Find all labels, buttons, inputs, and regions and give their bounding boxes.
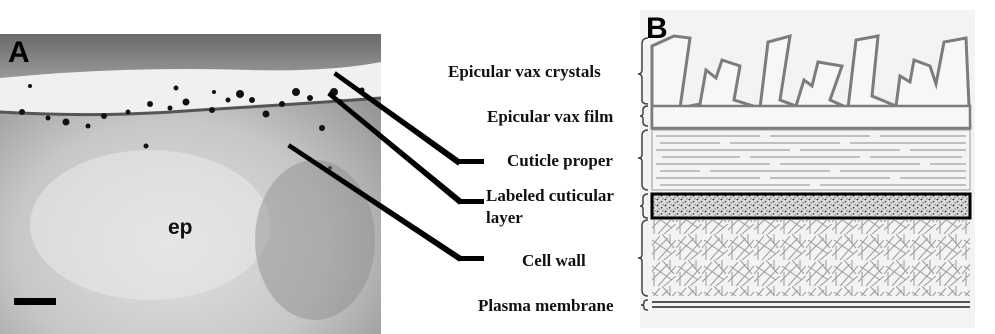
panel-a-letter: A — [8, 36, 30, 69]
epidermal-cell-region — [30, 150, 270, 300]
label-labeled-cuticular-line1: Labeled cuticular — [486, 186, 614, 205]
label-labeled-cuticular-line2: layer — [486, 208, 523, 227]
label-cell-wall: Cell wall — [522, 251, 586, 270]
cell-shadow — [255, 160, 375, 320]
panel-b: B — [638, 10, 975, 328]
cuticle-proper-layer — [652, 130, 970, 190]
leader-tab-labeled-layer — [458, 199, 484, 204]
epidermis-label: ep — [168, 216, 193, 239]
label-epicular-vax-crystals: Epicular vax crystals — [448, 62, 601, 81]
scale-bar — [14, 298, 56, 305]
wax-film-layer — [652, 106, 970, 128]
leader-tab-cell-wall — [458, 256, 484, 261]
panel-a: A ep — [0, 34, 381, 334]
cell-wall-layer — [652, 220, 970, 296]
label-plasma-membrane: Plasma membrane — [478, 296, 614, 315]
label-epicular-vax-film: Epicular vax film — [487, 107, 613, 126]
layer-labels: Epicular vax crystals Epicular vax film … — [448, 62, 614, 315]
label-cuticle-proper: Cuticle proper — [507, 151, 613, 170]
labeled-cuticular-layer-fill — [652, 194, 970, 218]
leader-tab-cuticle-proper — [458, 159, 484, 164]
